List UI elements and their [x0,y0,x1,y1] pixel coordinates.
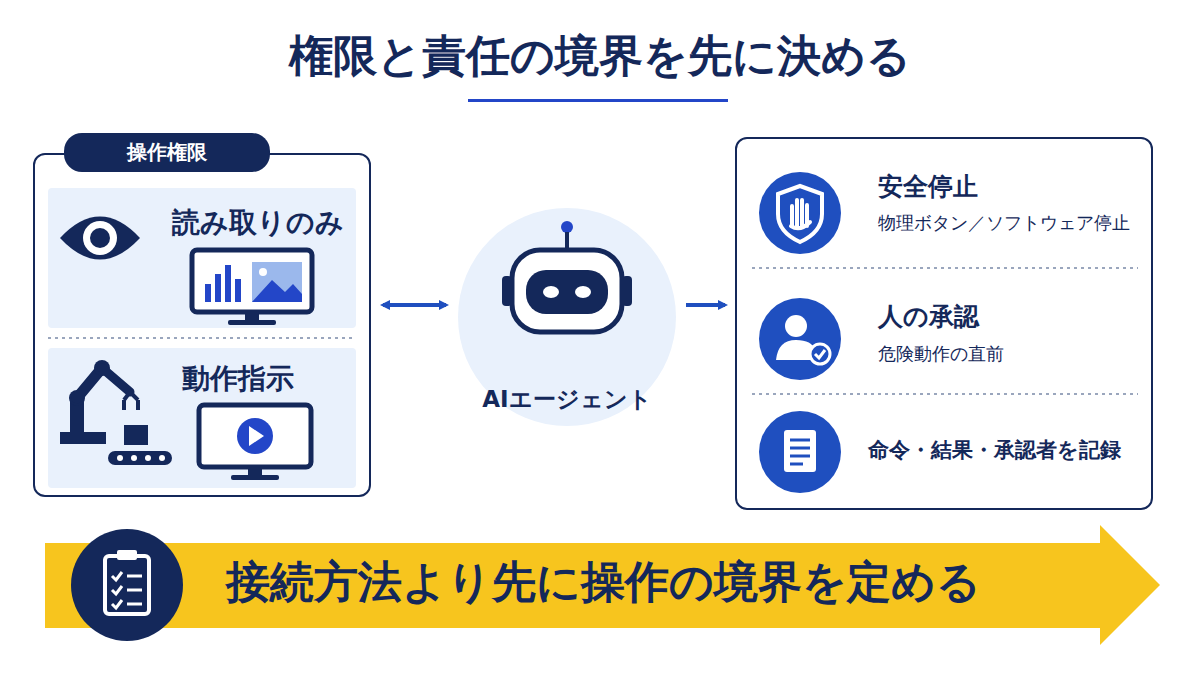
robot-arm-icon-part [124,392,138,410]
approval-icon-part [776,340,815,360]
principle-band: 接続方法より先に操作の境界を定める [45,525,1160,645]
right-dividers-part [752,393,1138,395]
robot-arm-icon-part [102,368,130,392]
shield-stop-icon [759,172,841,254]
approval-icon-part [810,344,830,364]
box-label: 読み取りのみ [172,206,352,240]
monitor-chart-icon-part [235,279,241,302]
robot-head-icon-part [622,276,632,306]
diagram-title: 権限と責任の境界を先に決める [0,30,1200,83]
permission-box: 読み取りのみ [48,188,356,328]
panel-tab: 操作権限 [64,133,270,172]
monitor-play-icon-part [249,426,264,446]
safeguard-detail: 物理ボタン／ソフトウェア停止 [878,212,1148,234]
clipboard-icon-part [127,575,142,578]
monitor-play-icon-part [248,467,262,477]
robot-head-icon-part [526,270,608,314]
robot-arm-icon-part [60,432,106,444]
permission-panel: 操作権限読み取りのみ動作指示 [33,153,371,497]
monitor-chart-icon-part [225,265,231,302]
permission-box: 動作指示 [48,348,356,488]
clipboard-icon-part [112,572,122,608]
connector-arrow [686,303,725,307]
robot-head-icon-part [512,250,622,332]
robot-head-icon-part [543,286,559,298]
monitor-chart-icon-part [215,274,221,302]
eye-icon-part [90,228,110,248]
monitor-chart-icon-part [252,262,302,302]
band-arrow-fill [45,525,1160,645]
robot-arm-icon-part [131,455,137,461]
log-document-icon-part [790,463,803,466]
eye-icon-part [60,217,140,260]
eye-icon [60,217,140,260]
title-underline [468,99,728,102]
robot-arm-icon-part [69,390,85,406]
monitor-play-icon-part [237,418,273,454]
principle-text: 接続方法より先に操作の境界を定める [226,556,1086,609]
robot-arm-icon-part [77,368,102,398]
robot-head-icon-part [565,232,569,250]
clipboard-icon-part [117,550,137,560]
clipboard-icon-part [127,589,142,592]
safeguard-heading: 命令・結果・承認者を記録 [868,438,1148,463]
monitor-chart-icon-part [228,320,276,325]
agent-label: AIエージェント [458,386,676,414]
shield-stop-icon-part [778,186,822,242]
approval-icon [759,298,841,380]
monitor-play-icon [199,405,311,480]
robot-head-icon [502,221,632,332]
robot-arm-icon-part [124,425,148,445]
robot-arm-icon-part [70,400,84,434]
monitor-play-icon-part [199,405,311,467]
monitor-chart-icon-part [259,268,267,276]
log-document-icon-part [759,411,841,493]
safeguard-heading: 人の承認 [878,302,1138,332]
shield-stop-icon-part [759,172,841,254]
safeguard-heading: 安全停止 [878,172,1138,202]
monitor-chart-icon-part [252,280,302,302]
robot-head-icon-part [575,286,591,298]
approval-icon-part [815,350,825,358]
right-dividers [752,268,1138,394]
clipboard-icon-part [71,529,183,641]
left-divider-part [48,337,356,339]
monitor-chart-icon-part [192,250,312,312]
eye-icon-part [83,221,117,255]
approval-icon-part [785,315,807,337]
robot-arm-icon [60,360,172,465]
monitor-chart-icon-part [245,312,259,322]
safeguard-detail: 危険動作の直前 [878,343,1148,365]
box-label: 動作指示 [182,362,352,396]
clipboard-icon [71,529,183,641]
clipboard-icon-part [105,556,149,614]
approval-icon-part [759,298,841,380]
robot-arm-icon-part [117,455,123,461]
right-dividers-part [752,267,1138,269]
monitor-play-icon-part [231,475,279,480]
shield-stop-icon-part [791,200,810,228]
robot-head-icon-part [502,276,512,306]
log-document-icon [759,411,841,493]
robot-arm-icon-part [94,360,110,376]
clipboard-icon-part [127,603,142,606]
title-underline-part [468,99,728,102]
monitor-chart-icon [192,250,312,325]
robot-arm-icon-part [145,455,151,461]
log-document-icon-part [790,447,810,450]
log-document-icon-part [790,455,810,458]
log-document-icon-part [790,439,810,442]
connector-arrow [383,303,446,307]
robot-arm-icon-part [159,455,165,461]
agent-circle: AIエージェント [458,208,676,426]
robot-head-icon-part [561,221,573,233]
left-divider [48,338,356,339]
log-document-icon-part [784,430,816,472]
robot-arm-icon-part [108,451,172,465]
safeguard-panel: 安全停止物理ボタン／ソフトウェア停止人の承認危険動作の直前命令・結果・承認者を記… [735,137,1153,510]
monitor-chart-icon-part [205,284,211,302]
